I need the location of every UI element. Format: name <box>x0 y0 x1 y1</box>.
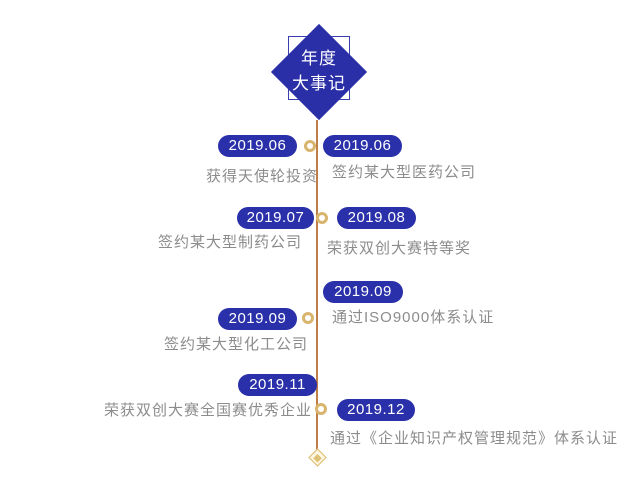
timeline-node-icon <box>315 403 327 415</box>
date-badge: 2019.08 <box>337 207 416 229</box>
date-badge: 2019.09 <box>218 308 297 330</box>
timeline-end-diamond-icon <box>308 448 327 467</box>
timeline-node-icon <box>304 140 316 152</box>
title-line2: 大事记 <box>292 74 346 93</box>
date-badge: 2019.12 <box>337 399 415 421</box>
timeline-node-icon <box>316 212 328 224</box>
event-description: 通过ISO9000体系认证 <box>332 309 495 326</box>
date-badge: 2019.11 <box>238 374 317 396</box>
timeline-node-icon <box>302 312 314 324</box>
event-description: 获得天使轮投资 <box>205 168 318 185</box>
date-badge: 2019.06 <box>218 135 297 157</box>
event-description: 签约某大型制药公司 <box>157 234 302 251</box>
timeline-end-diamond-inner <box>313 453 322 462</box>
event-description: 签约某大型化工公司 <box>163 336 308 353</box>
date-badge: 2019.06 <box>323 135 402 157</box>
title-line1: 年度 <box>301 49 337 68</box>
page-title: 年度 大事记 <box>269 46 369 98</box>
timeline-axis-line <box>316 120 318 450</box>
event-description: 荣获双创大赛全国赛优秀企业 <box>103 402 312 419</box>
event-description: 签约某大型医药公司 <box>332 164 477 181</box>
date-badge: 2019.09 <box>323 281 403 303</box>
event-description: 通过《企业知识产权管理规范》体系认证 <box>330 430 619 447</box>
event-description: 荣获双创大赛特等奖 <box>327 240 472 257</box>
date-badge: 2019.07 <box>237 207 314 229</box>
